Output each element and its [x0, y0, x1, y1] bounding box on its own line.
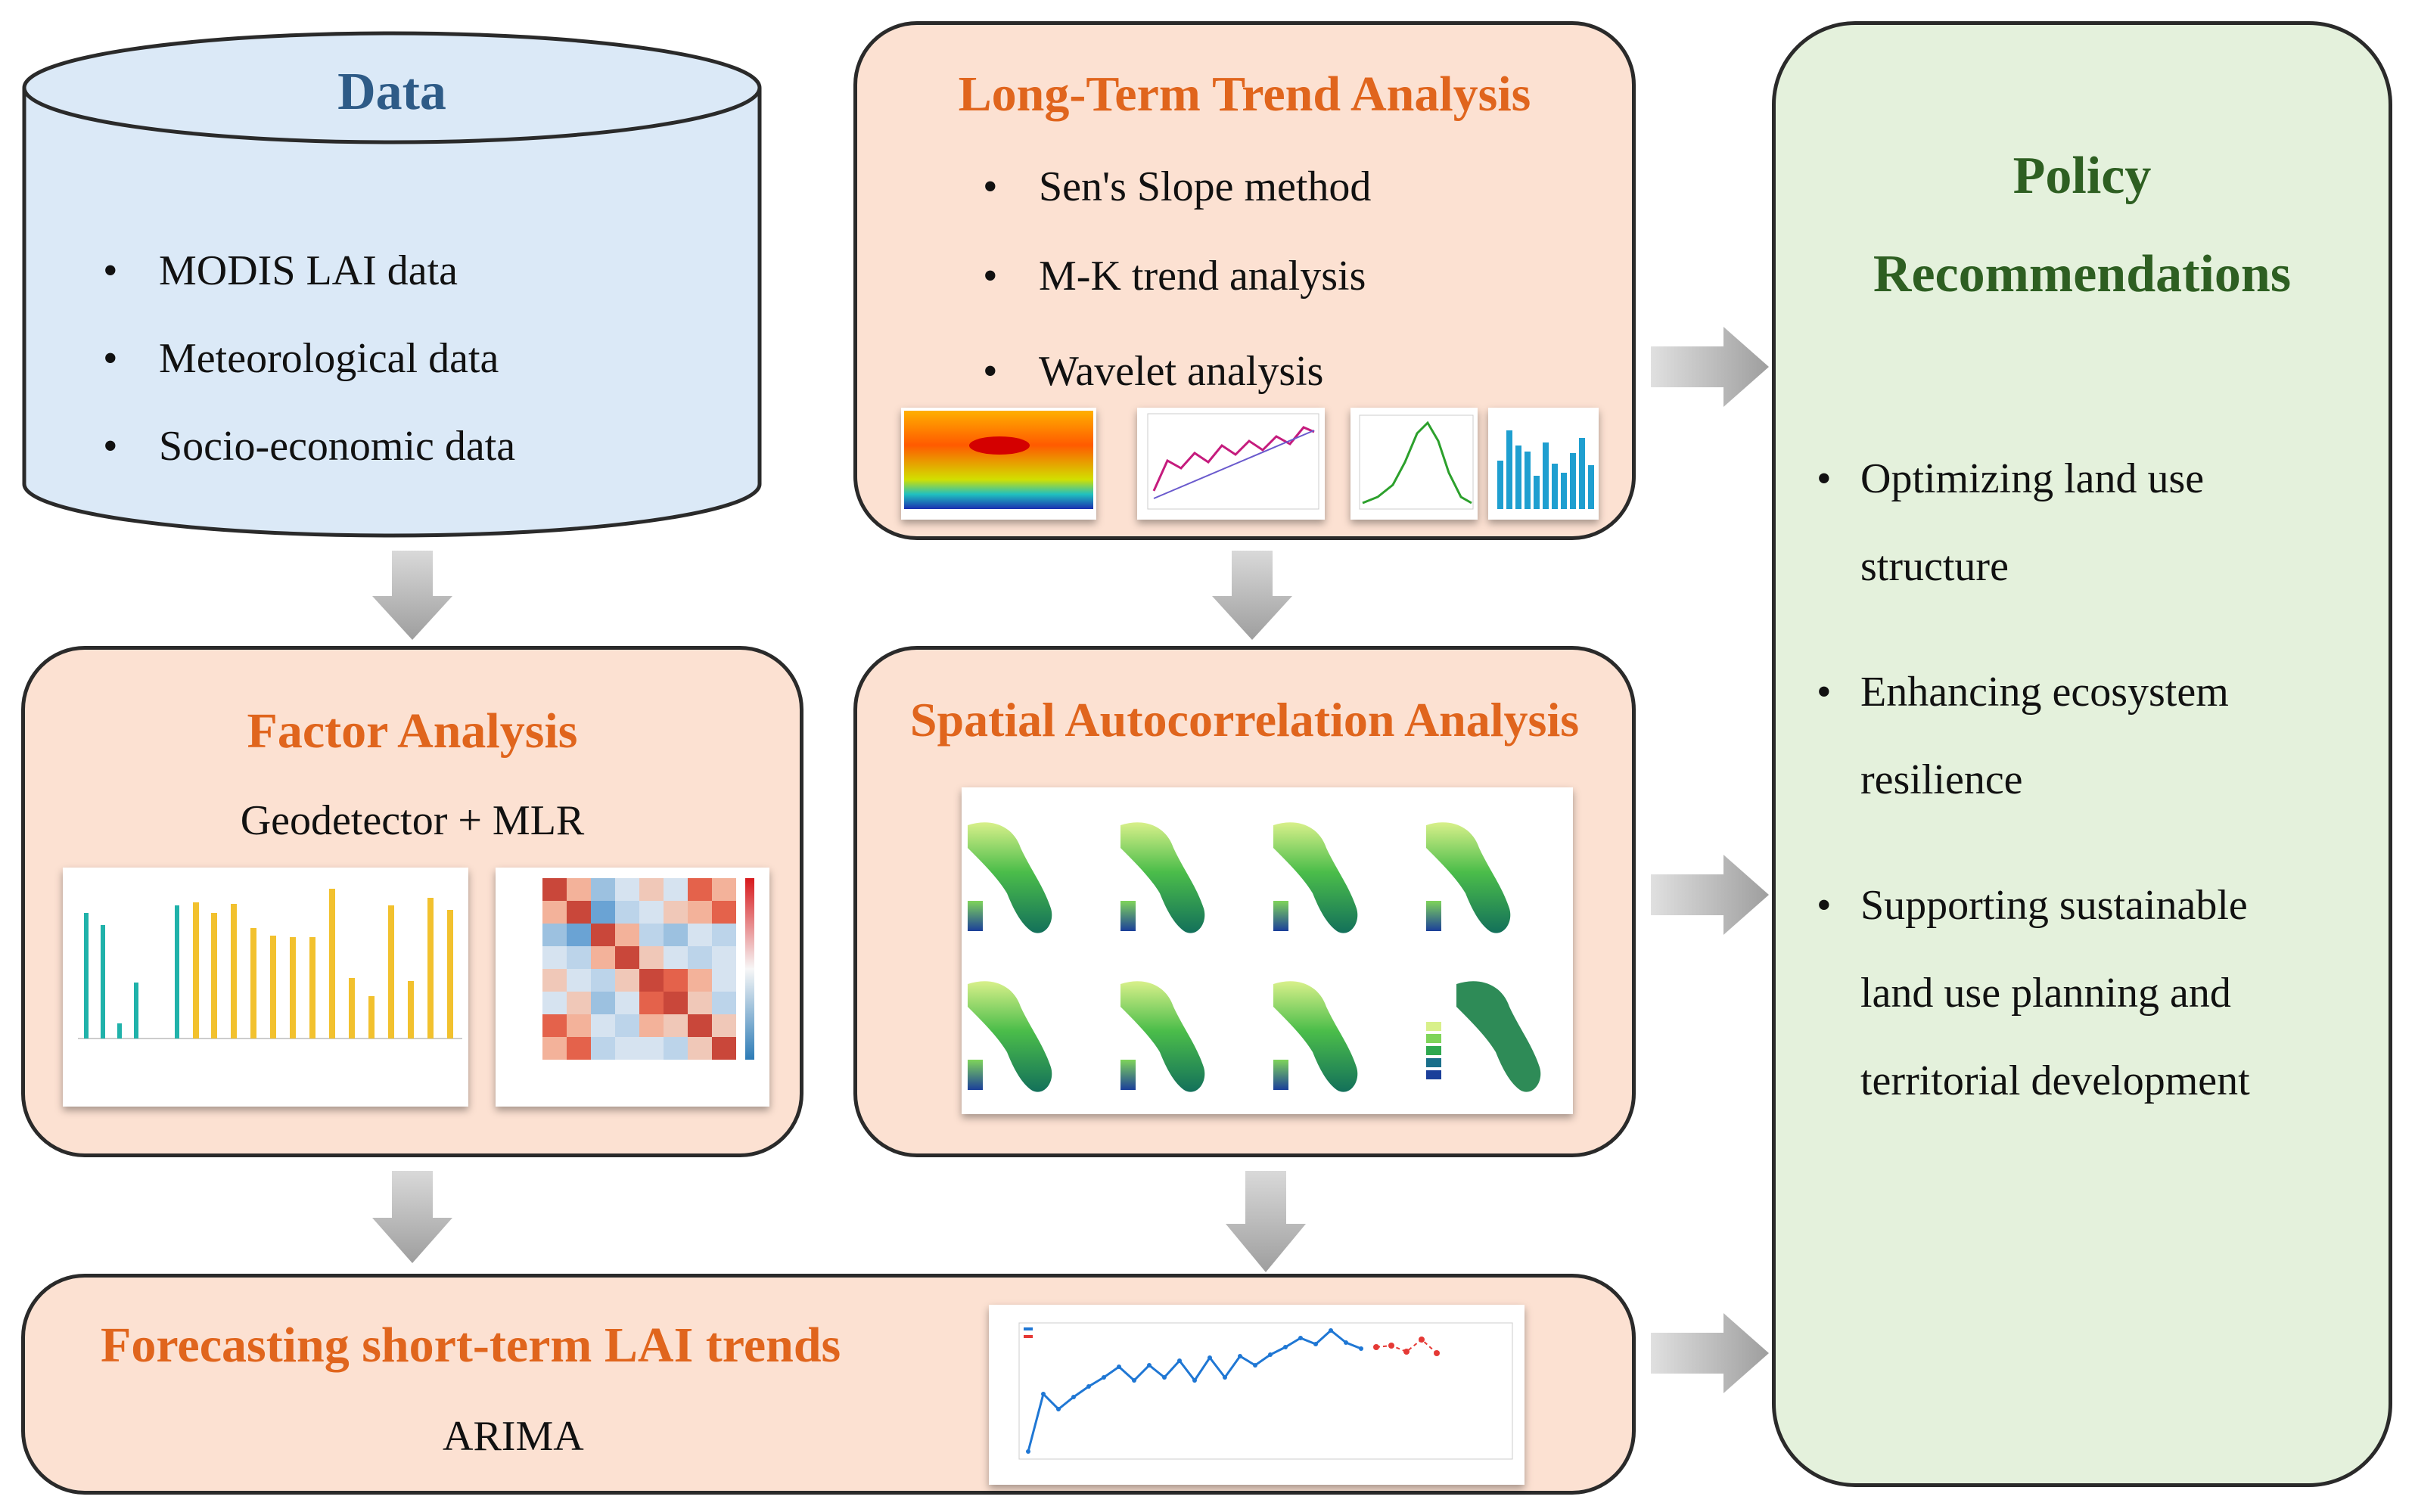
forecast-subtitle: ARIMA [443, 1413, 584, 1460]
factor-title: Factor Analysis [247, 703, 578, 759]
arrow-down-trend-to-spatial [1212, 551, 1292, 640]
trend-analysis-box: Long-Term Trend Analysis •Sen's Slope me… [853, 21, 1636, 540]
policy-title-line-2: Recommendations [1873, 245, 2292, 303]
arrow-down-factor-to-forecast [372, 1171, 452, 1263]
data-item-3: •Socio-economic data [103, 423, 516, 470]
correlation-heatmap-image [496, 868, 769, 1107]
factor-analysis-box: Factor Analysis Geodetector + MLR [21, 646, 803, 1157]
factor-subtitle: Geodetector + MLR [240, 797, 585, 844]
data-box: Data •MODIS LAI data •Meteorological dat… [21, 27, 763, 539]
data-item-2: •Meteorological data [103, 335, 499, 382]
forecast-box: Forecasting short-term LAI trends ARIMA [21, 1274, 1636, 1495]
wavelet-bar-image [1488, 408, 1599, 520]
policy-item-3: • Supporting sustainable land use planni… [1817, 882, 2250, 1104]
spatial-analysis-box: Spatial Autocorrelation Analysis [853, 646, 1636, 1157]
trend-item-1: •Sen's Slope method [983, 163, 1372, 210]
arrow-down-data-to-factor [372, 551, 452, 640]
wavelet-heatmap-image [901, 408, 1096, 520]
arrow-right-spatial-to-policy [1651, 855, 1769, 935]
database-cylinder-icon [22, 31, 762, 538]
policy-item-2: • Enhancing ecosystem resilience [1817, 669, 2229, 803]
trend-item-2: •M-K trend analysis [983, 253, 1366, 300]
mk-trend-line-image [1137, 408, 1325, 520]
arrow-down-spatial-to-forecast [1226, 1171, 1306, 1272]
lai-maps-image [962, 787, 1573, 1114]
data-item-1: •MODIS LAI data [103, 247, 458, 294]
policy-recommendations-box: Policy Recommendations • Optimizing land… [1772, 21, 2392, 1487]
arima-forecast-chart-image [989, 1305, 1525, 1485]
trend-item-3: •Wavelet analysis [983, 348, 1324, 395]
data-title: Data [337, 63, 446, 121]
spatial-title: Spatial Autocorrelation Analysis [909, 693, 1580, 747]
policy-item-1: • Optimizing land use structure [1817, 455, 2205, 590]
policy-title-line-1: Policy [2012, 147, 2152, 205]
forecast-title: Forecasting short-term LAI trends [101, 1318, 841, 1373]
arrow-right-trend-to-policy [1651, 327, 1769, 407]
bell-curve-image [1350, 408, 1478, 520]
trend-title: Long-Term Trend Analysis [958, 67, 1531, 122]
geodetector-bar-image [63, 868, 468, 1107]
arrow-right-forecast-to-policy [1651, 1313, 1769, 1393]
